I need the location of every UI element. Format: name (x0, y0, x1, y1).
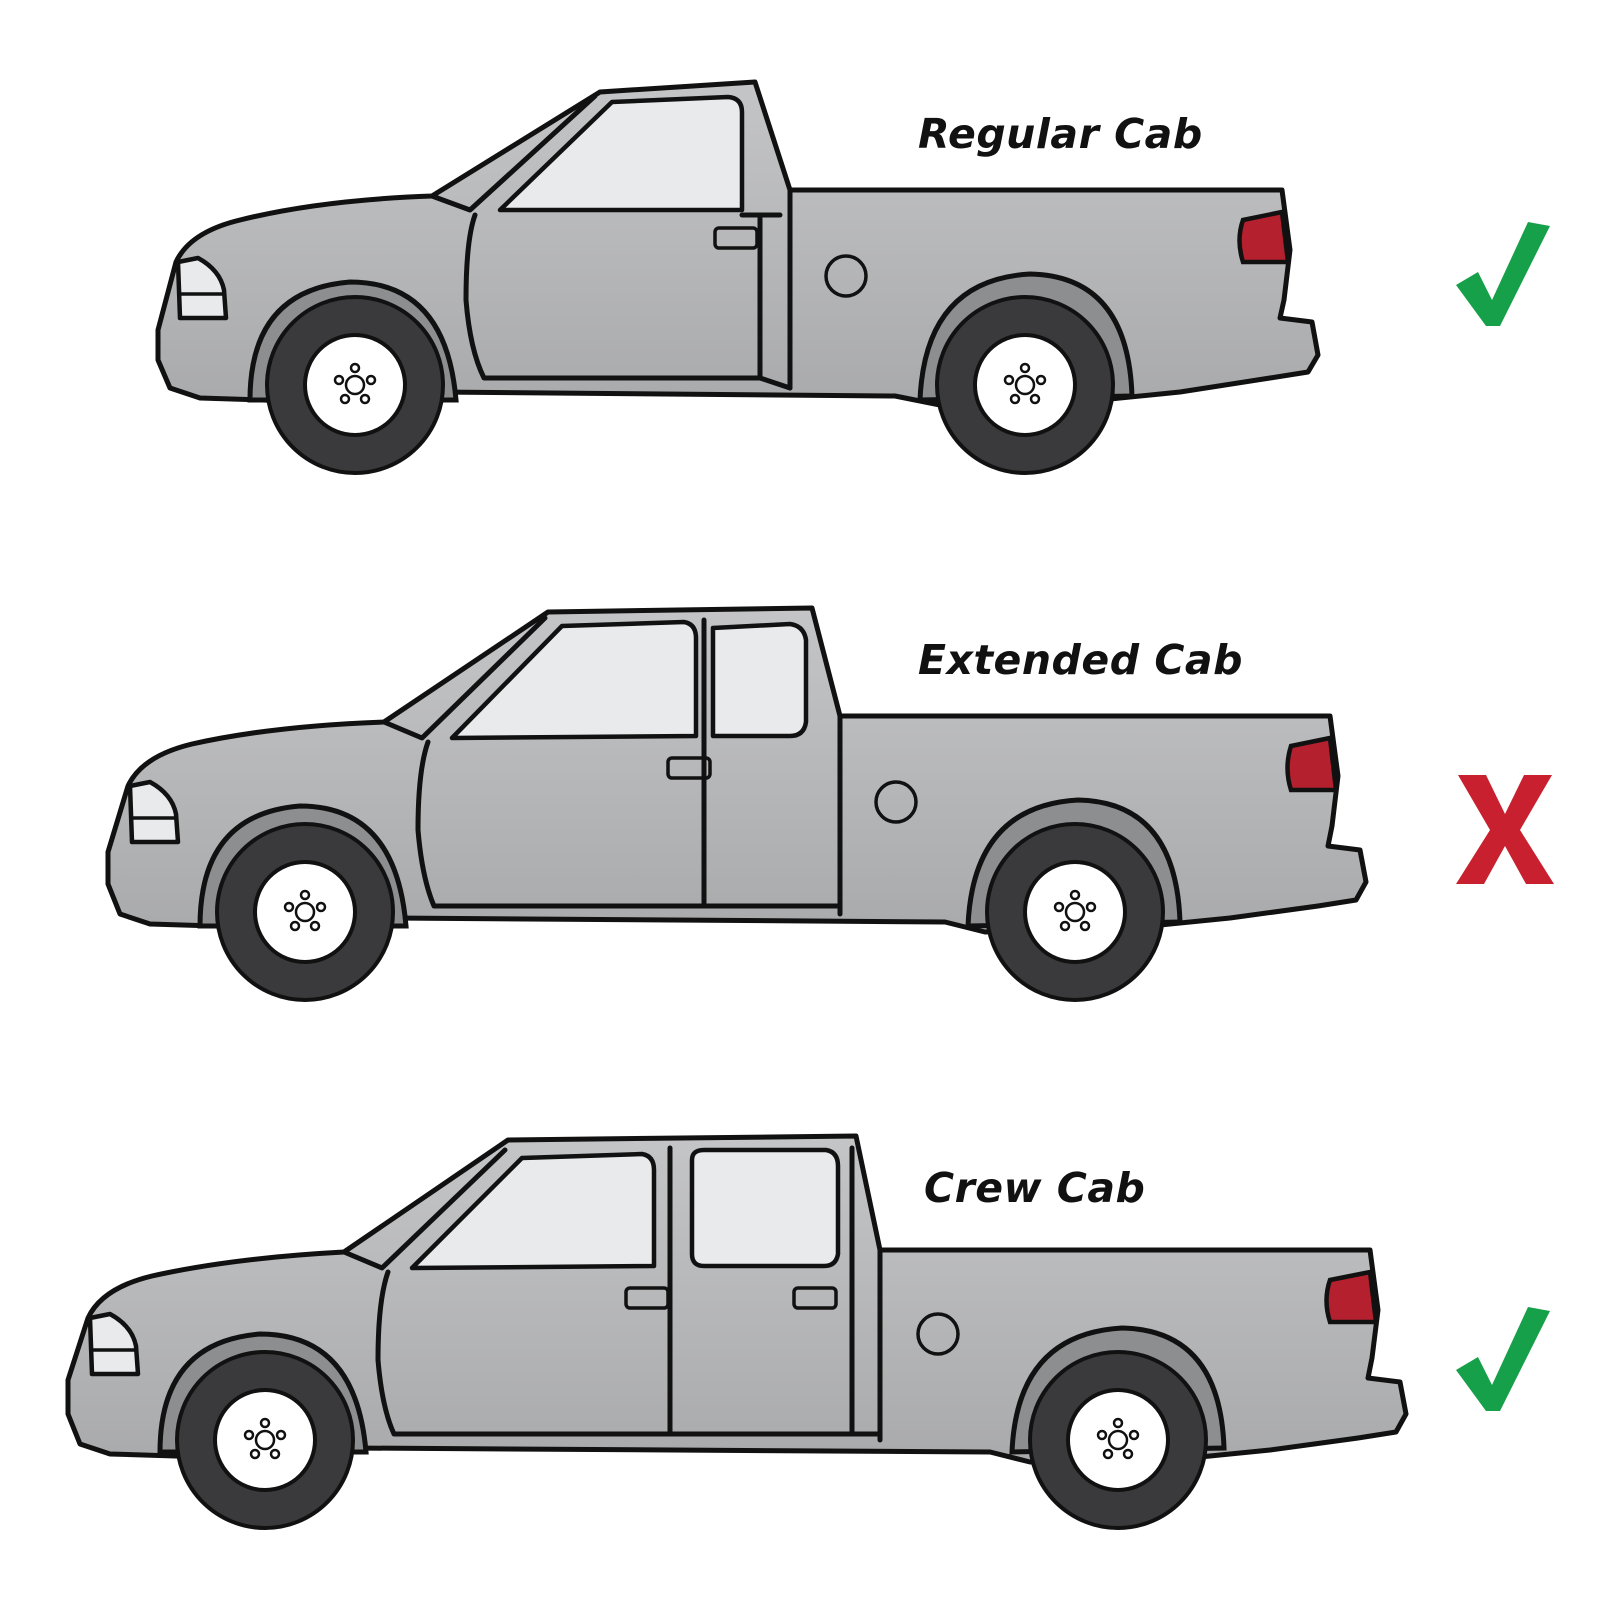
extended-cab-truck (105, 605, 1369, 1002)
extended-cab-rear-window (710, 621, 809, 739)
regular-cab-label: Regular Cab (918, 110, 1203, 158)
extended-cab-door (415, 739, 843, 909)
regular-cab-headlight (175, 255, 229, 321)
extended-cab-headlight (127, 779, 181, 845)
crew-cab-rear-door-handle (792, 1286, 838, 1310)
crew-cab-front-door-handle (624, 1286, 670, 1310)
crew-cab-tail-light (1324, 1269, 1379, 1325)
crew-cab-label: Crew Cab (924, 1164, 1146, 1212)
fuel-cap (824, 254, 868, 298)
fuel-cap (916, 1312, 960, 1356)
crew-cab-rear-window (689, 1147, 841, 1269)
crew-cab-check-icon (1456, 1307, 1550, 1411)
fuel-cap (874, 780, 918, 824)
crew-cab-front-window (409, 1151, 657, 1271)
crew-cab-truck (65, 1133, 1409, 1530)
regular-cab-door-handle (713, 226, 759, 250)
regular-cab-truck (155, 79, 1321, 475)
extended-cab-tail-light (1285, 735, 1339, 793)
extended-cab-front-window (449, 619, 699, 741)
regular-cab-window (497, 94, 745, 213)
regular-cab-door (463, 212, 763, 381)
regular-cab-tail-light (1237, 209, 1291, 265)
crew-cab-door (375, 1269, 883, 1437)
crew-cab-headlight (87, 1311, 141, 1377)
extended-cab-door-handle (666, 756, 712, 780)
regular-cab-check-icon (1456, 222, 1550, 326)
extended-cab-label: Extended Cab (918, 636, 1243, 684)
extended-cab-cross-icon (1456, 775, 1554, 884)
